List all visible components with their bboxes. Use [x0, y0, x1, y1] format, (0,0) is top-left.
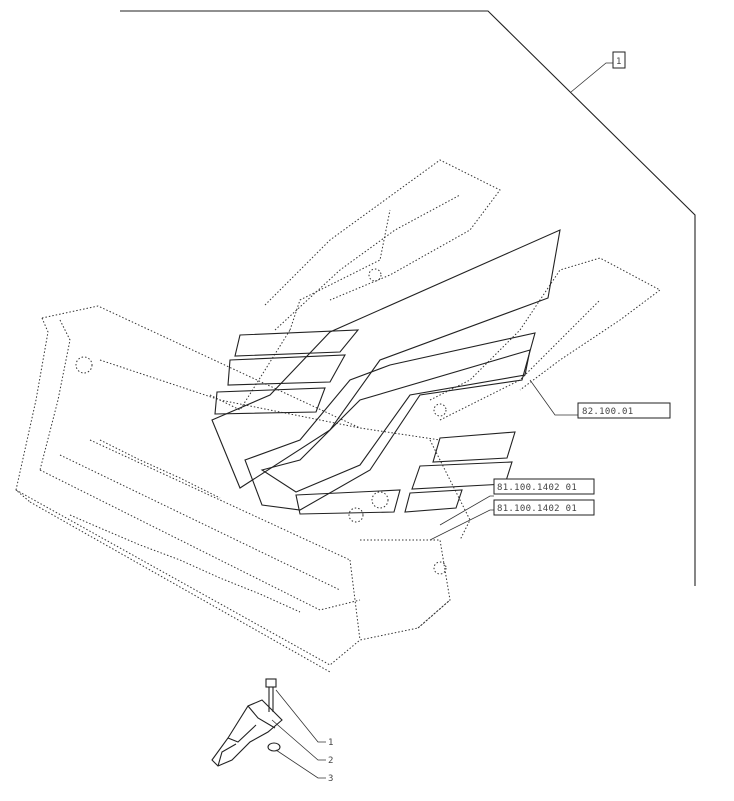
svg-text:2: 2 — [328, 756, 334, 766]
left-ref-leader-2 — [429, 509, 494, 541]
decal-chevron-stripes — [211, 229, 561, 511]
tooth-callouts — [271, 689, 326, 779]
bucket-outline — [15, 159, 661, 673]
left-reference-label-2[interactable]: 81.100.1402 01 — [493, 499, 595, 516]
decal-plates-right — [295, 431, 516, 515]
left-ref-leader — [439, 495, 494, 526]
right-ref-leader — [529, 379, 578, 416]
decal-plates-left — [214, 329, 360, 415]
svg-text:1: 1 — [616, 57, 622, 67]
right-reference-label[interactable]: 82.100.01 — [577, 402, 671, 419]
svg-text:82.100.01: 82.100.01 — [582, 407, 633, 417]
callout-number-3[interactable]: 3 — [328, 774, 334, 784]
callout-number-2[interactable]: 2 — [328, 756, 334, 766]
tooth-assembly — [211, 678, 283, 767]
left-reference-label-1[interactable]: 81.100.1402 01 — [493, 478, 595, 495]
top-reference-box[interactable]: 1 — [612, 51, 626, 69]
top-box-leader — [570, 62, 613, 93]
section-boundary-line — [120, 10, 696, 586]
svg-text:3: 3 — [328, 774, 334, 784]
svg-text:81.100.1402 01: 81.100.1402 01 — [497, 504, 577, 514]
callout-number-1[interactable]: 1 — [328, 738, 334, 748]
svg-text:81.100.1402 01: 81.100.1402 01 — [497, 483, 577, 493]
svg-text:1: 1 — [328, 738, 334, 748]
